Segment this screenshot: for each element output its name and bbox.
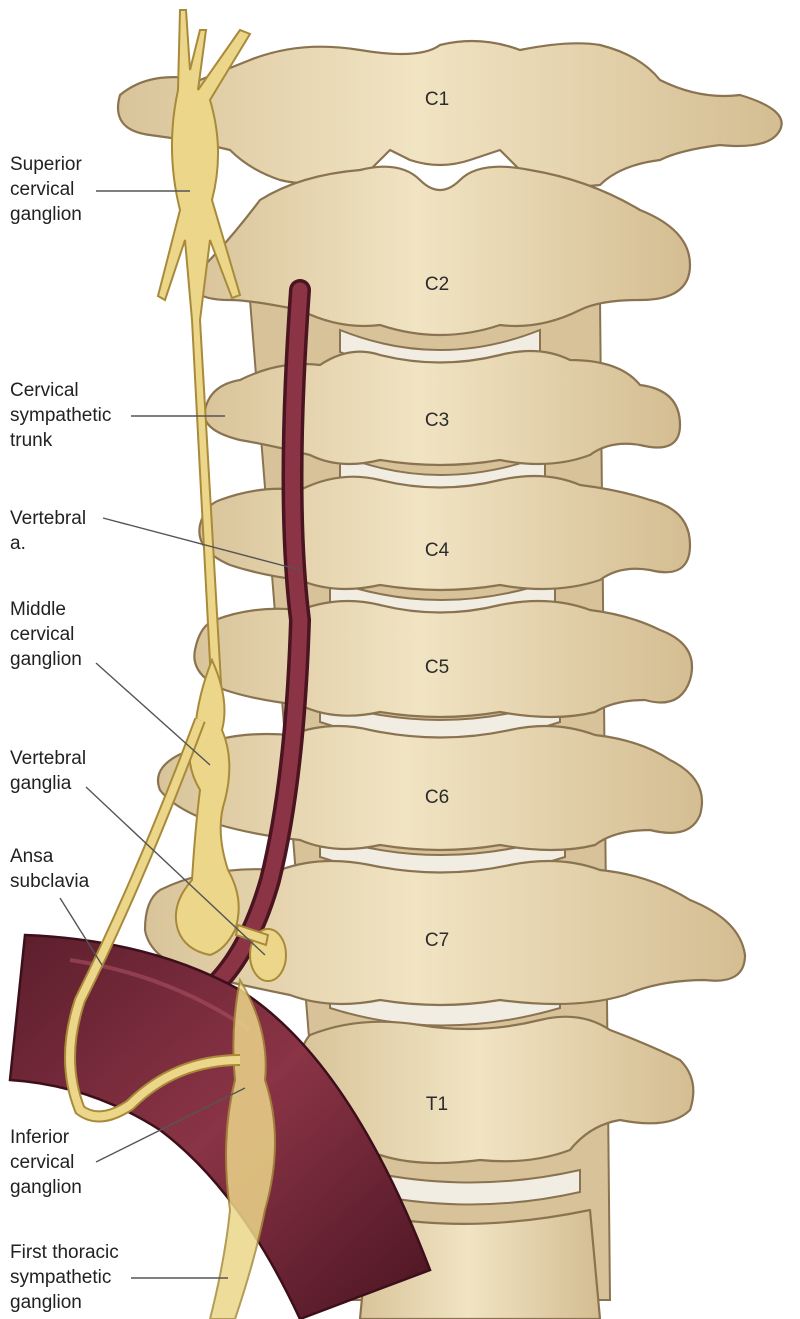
- label-vertebral-artery: Vertebral a.: [10, 508, 91, 554]
- vertebra-labels: C1 C2 C3 C4 C5 C6 C7 T1: [425, 89, 450, 1115]
- vertebra-c7: [143, 859, 747, 1007]
- vertebra-label-t1: T1: [426, 1094, 448, 1115]
- vertebra-label-c2: C2: [425, 274, 449, 295]
- vertebra-label-c1: C1: [425, 89, 449, 110]
- label-ansa-subclavia: Ansa subclavia: [10, 846, 90, 892]
- vertebra-label-c5: C5: [425, 657, 449, 678]
- label-middle-cervical-ganglion: Middle cervical ganglion: [10, 599, 82, 670]
- label-superior-cervical-ganglion: Superior cervical ganglion: [10, 154, 87, 225]
- vertebra-c2: [193, 165, 692, 337]
- leader-ansa-subclavia: [59, 897, 103, 966]
- vertebra-label-c7: C7: [425, 930, 449, 951]
- label-cervical-sympathetic-trunk: Cervical sympathetic trunk: [10, 380, 117, 451]
- vertebra-label-c3: C3: [425, 410, 449, 431]
- vertebra-c1: [116, 39, 783, 188]
- vertebra-c4: [198, 474, 692, 592]
- structure-labels: Superior cervical ganglion Cervical symp…: [10, 154, 124, 1313]
- vertebra-c5: [193, 599, 694, 719]
- vertebral-artery: [204, 279, 312, 996]
- leader-vertebral-ganglia: [85, 786, 266, 956]
- label-inferior-cervical-ganglion: Inferior cervical ganglion: [10, 1127, 82, 1198]
- vertebra-label-c4: C4: [425, 540, 450, 561]
- sympathetic-trunk: [64, 9, 287, 1319]
- leader-lines: [59, 190, 301, 1279]
- vertebra-label-c6: C6: [425, 787, 449, 808]
- leader-middle-ganglion: [95, 662, 211, 766]
- leader-vertebral-artery: [102, 517, 301, 571]
- label-first-thoracic-sympathetic-ganglion: First thoracic sympathetic ganglion: [10, 1242, 124, 1313]
- label-vertebral-ganglia: Vertebral ganglia: [10, 748, 91, 794]
- vertebra-c3: [203, 349, 682, 467]
- leader-inferior-ganglion: [95, 1087, 246, 1163]
